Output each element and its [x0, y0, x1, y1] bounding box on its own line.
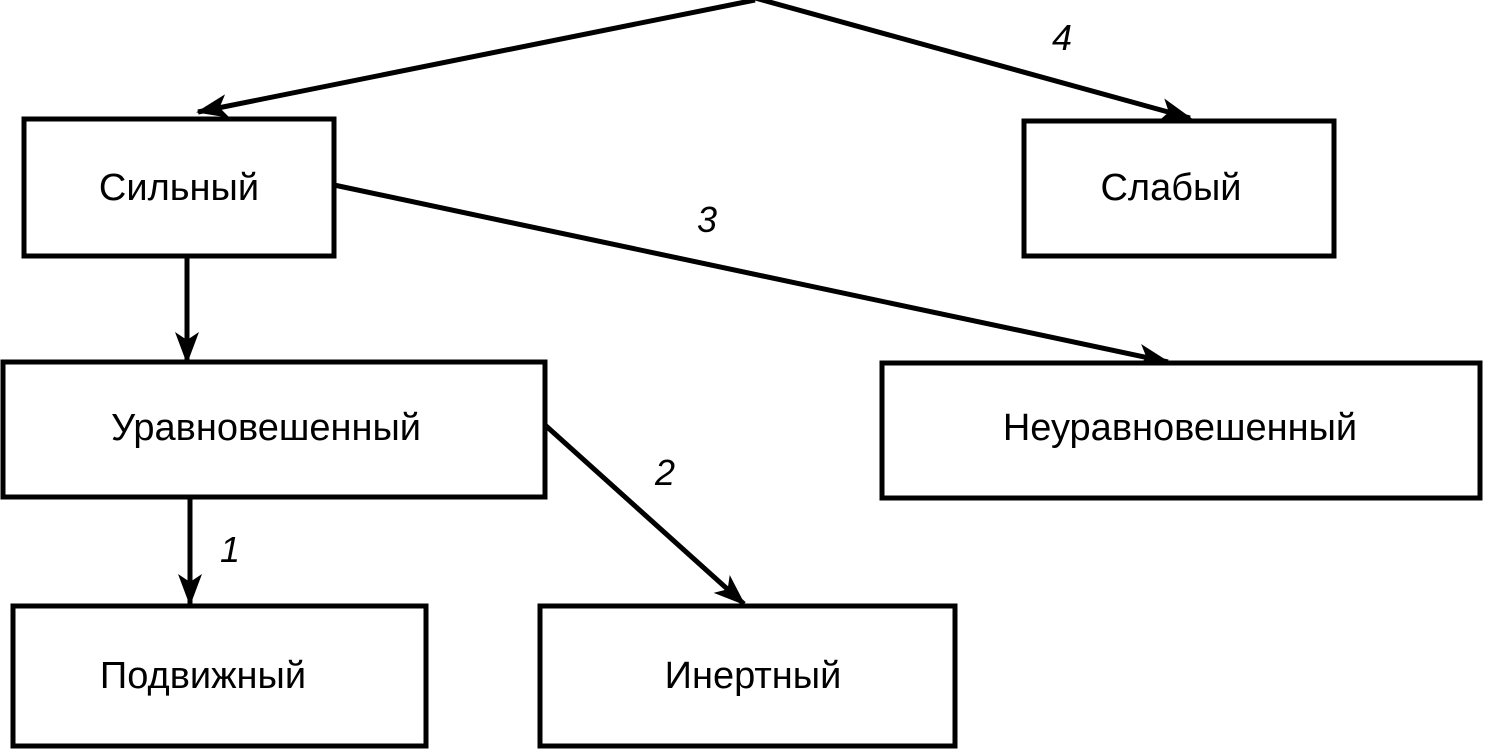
- node-balanced-box: [0, 359, 548, 500]
- edge-label-1: 1: [220, 529, 240, 570]
- node-strong-label: Сильный: [99, 167, 259, 209]
- node-inert-label: Инертный: [665, 655, 842, 697]
- node-inert: Инертный: [537, 603, 958, 749]
- node-mobile: Подвижный: [10, 603, 429, 749]
- edge-balanced-to-inert: [543, 423, 746, 606]
- edge-root-to-weak: [754, 0, 1192, 122]
- edge-label-2: 2: [654, 452, 675, 493]
- node-weak-box: [1021, 118, 1337, 259]
- node-strong: Сильный: [21, 116, 337, 259]
- node-inert-box: [537, 603, 958, 749]
- node-mobile-box: [10, 603, 429, 749]
- node-unbalanced-box: [879, 360, 1483, 501]
- edge-label-4: 4: [1052, 17, 1072, 58]
- node-weak: Слабый: [1021, 118, 1337, 259]
- node-unbalanced-label: Неуравновешенный: [1003, 407, 1357, 449]
- edge-label-3: 3: [697, 199, 717, 240]
- node-weak-label: Слабый: [1100, 167, 1241, 209]
- node-strong-box: [21, 116, 337, 259]
- node-balanced: Уравновешенный: [0, 359, 548, 500]
- edge-root-to-strong: [196, 0, 756, 118]
- edge-strong-to-unbalanced: [333, 182, 1170, 368]
- node-balanced-label: Уравновешенный: [111, 407, 421, 449]
- node-unbalanced: Неуравновешенный: [879, 360, 1483, 501]
- node-mobile-label: Подвижный: [100, 655, 306, 697]
